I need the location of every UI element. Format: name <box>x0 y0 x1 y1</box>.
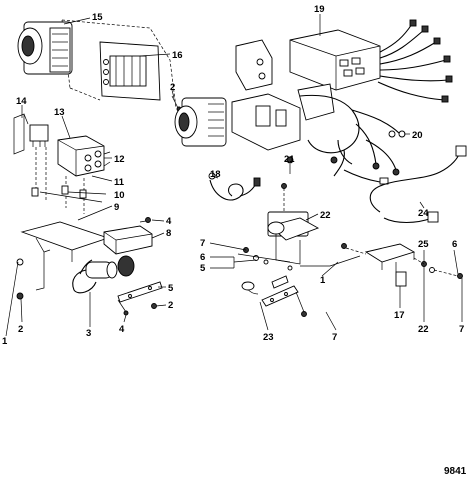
callout-22: 21 <box>284 154 295 165</box>
callout-15: 14 <box>16 96 27 107</box>
harness-assembly-top-right <box>174 19 453 185</box>
callout-5: 5 <box>168 283 174 294</box>
callout-18: 17 <box>394 310 405 321</box>
callout-7: 7 <box>332 332 337 343</box>
reference-number: 9841 <box>444 466 467 477</box>
callout-16: 15 <box>92 12 103 23</box>
clamp-assembly-bottom-center <box>241 275 307 317</box>
callout-2: 2 <box>168 300 173 311</box>
callout-12: 11 <box>114 177 125 188</box>
callout-4: 4 <box>119 324 125 335</box>
callout-9: 8 <box>166 228 171 239</box>
callout-1: 1 <box>320 275 326 286</box>
callout-6: 5 <box>200 263 206 274</box>
leader-lines <box>5 14 463 337</box>
callout-8: 7 <box>200 238 205 249</box>
callout-19: 18 <box>210 169 221 180</box>
sensor-assembly-center <box>208 172 320 271</box>
callout-11: 10 <box>114 190 125 201</box>
callout-26: 25 <box>418 239 429 250</box>
callout-22: 22 <box>418 324 429 335</box>
callout-3: 3 <box>86 328 91 339</box>
callout-labels: 15 16 2 14 13 12 11 10 9 4 8 5 2 4 3 2 1… <box>2 4 467 477</box>
bracket-assembly-right <box>341 145 467 287</box>
callout-20: 19 <box>314 4 325 15</box>
callout-2: 2 <box>170 82 175 93</box>
callout-23: 22 <box>320 210 331 221</box>
callout-14: 13 <box>54 107 65 118</box>
callout-2: 2 <box>18 324 23 335</box>
callout-13: 12 <box>114 154 125 165</box>
callout-1: 1 <box>2 336 8 347</box>
callout-21: 20 <box>412 130 423 141</box>
pump-assembly-top-left <box>17 19 182 112</box>
callout-17: 16 <box>172 50 183 61</box>
relay-assembly-left <box>13 113 163 316</box>
callout-10: 9 <box>114 202 119 213</box>
callout-6: 6 <box>452 239 457 250</box>
callout-7: 7 <box>459 324 464 335</box>
callout-7: 6 <box>200 252 205 263</box>
callout-4: 4 <box>166 216 172 227</box>
callout-25: 24 <box>418 208 429 219</box>
callout-24: 23 <box>263 332 274 343</box>
